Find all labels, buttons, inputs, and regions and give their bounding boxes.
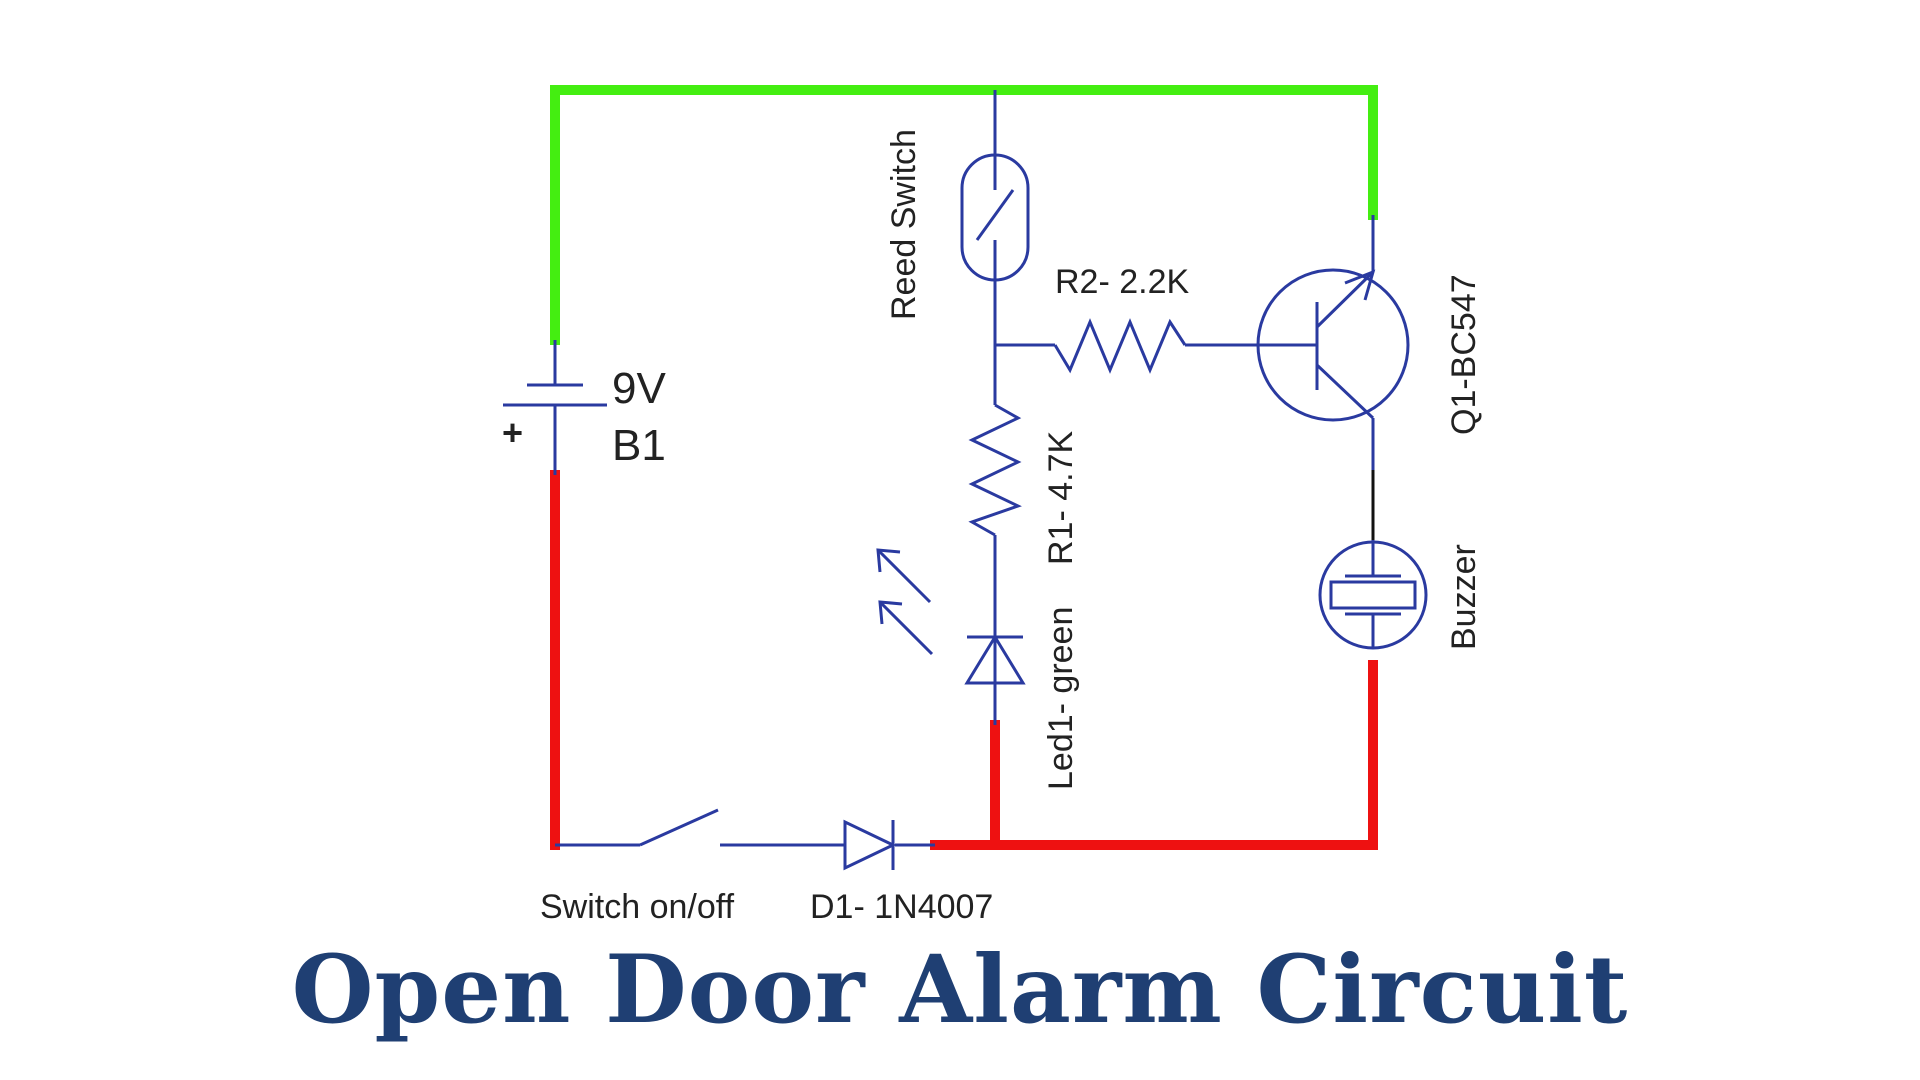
led-symbol	[876, 548, 1026, 685]
resistor-r1-label: R1- 4.7K	[1042, 431, 1080, 565]
battery-polarity-plus: +	[502, 412, 523, 453]
component-wires	[555, 90, 1375, 847]
resistor-r1-symbol	[968, 403, 1022, 537]
positive-rail	[550, 85, 1378, 345]
transistor-label: Q1-BC547	[1445, 274, 1483, 435]
battery-ref-label: B1	[612, 421, 666, 470]
resistor-r2-label: R2- 2.2K	[1055, 263, 1189, 301]
negative-rail	[550, 470, 1378, 850]
transistor-symbol	[1256, 268, 1410, 422]
diode-symbol	[843, 819, 897, 871]
led-label: Led1- green	[1042, 607, 1080, 790]
reed-switch-symbol	[960, 153, 1030, 282]
reed-switch-label: Reed Switch	[885, 129, 923, 320]
resistor-r2-symbol	[1053, 318, 1187, 374]
battery-voltage-label: 9V	[612, 364, 666, 413]
power-switch-symbol[interactable]	[639, 808, 719, 847]
battery-symbol	[503, 340, 607, 475]
buzzer-symbol	[1318, 540, 1428, 650]
buzzer-label: Buzzer	[1445, 544, 1483, 650]
power-switch-label: Switch on/off	[540, 888, 735, 926]
diode-label: D1- 1N4007	[810, 888, 993, 926]
diagram-title: Open Door Alarm Circuit	[291, 935, 1629, 1045]
